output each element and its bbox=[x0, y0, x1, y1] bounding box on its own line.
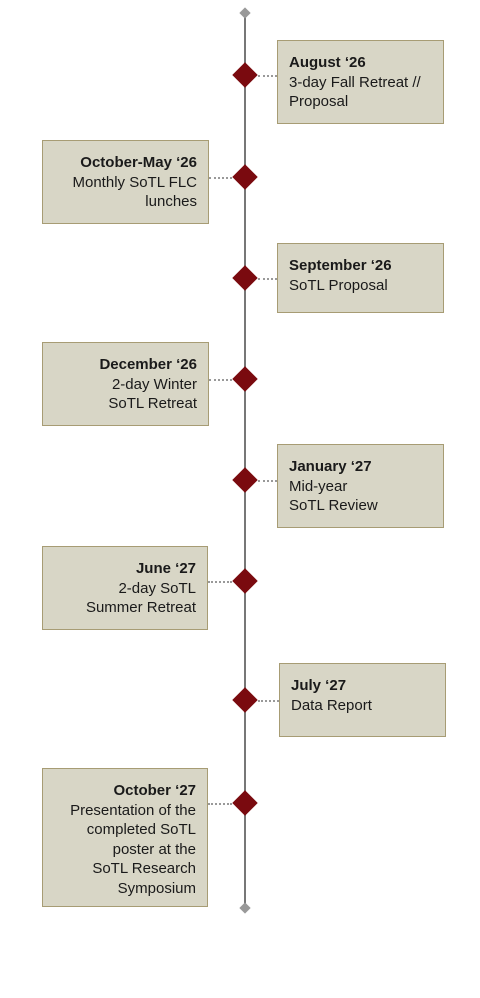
timeline-end-cap bbox=[239, 902, 251, 914]
event-date: July ‘27 bbox=[291, 677, 347, 694]
event-description: Presentation of the completed SoTL poste… bbox=[70, 801, 196, 897]
timeline-marker bbox=[232, 687, 258, 713]
event-description: 3-day Fall Retreat // Proposal bbox=[289, 73, 421, 111]
connector-line bbox=[209, 177, 232, 179]
event-date: December ‘26 bbox=[99, 356, 197, 373]
timeline-axis bbox=[244, 12, 246, 908]
event-date: June ‘27 bbox=[135, 560, 196, 577]
timeline-marker bbox=[232, 366, 258, 392]
connector-line bbox=[208, 803, 232, 805]
event-card: December ‘26 2-day Winter SoTL Retreat bbox=[42, 342, 209, 426]
timeline-marker bbox=[232, 568, 258, 594]
event-description: Data Report bbox=[291, 696, 372, 714]
connector-line bbox=[258, 75, 277, 77]
event-date: October ‘27 bbox=[113, 782, 196, 799]
event-description: SoTL Proposal bbox=[289, 276, 388, 294]
event-date: January ‘27 bbox=[289, 458, 372, 475]
connector-line bbox=[258, 480, 277, 482]
event-date: September ‘26 bbox=[289, 257, 392, 274]
timeline-marker bbox=[232, 790, 258, 816]
connector-line bbox=[209, 379, 232, 381]
event-date: August ‘26 bbox=[289, 54, 366, 71]
timeline-marker bbox=[232, 467, 258, 493]
event-description: Mid-year SoTL Review bbox=[289, 477, 378, 515]
timeline-marker bbox=[232, 164, 258, 190]
connector-line bbox=[258, 278, 277, 280]
event-date: October-May ‘26 bbox=[80, 154, 197, 171]
connector-line bbox=[258, 700, 279, 702]
timeline-start-cap bbox=[239, 7, 251, 19]
timeline-marker bbox=[232, 62, 258, 88]
connector-line bbox=[208, 581, 232, 583]
timeline-marker bbox=[232, 265, 258, 291]
event-description: Monthly SoTL FLC lunches bbox=[72, 173, 198, 211]
event-card: August ‘26 3-day Fall Retreat // Proposal bbox=[277, 40, 444, 124]
event-card: June ‘27 2-day SoTL Summer Retreat bbox=[42, 546, 208, 630]
event-description: 2-day SoTL Summer Retreat bbox=[85, 579, 196, 617]
event-description: 2-day Winter SoTL Retreat bbox=[108, 375, 197, 413]
